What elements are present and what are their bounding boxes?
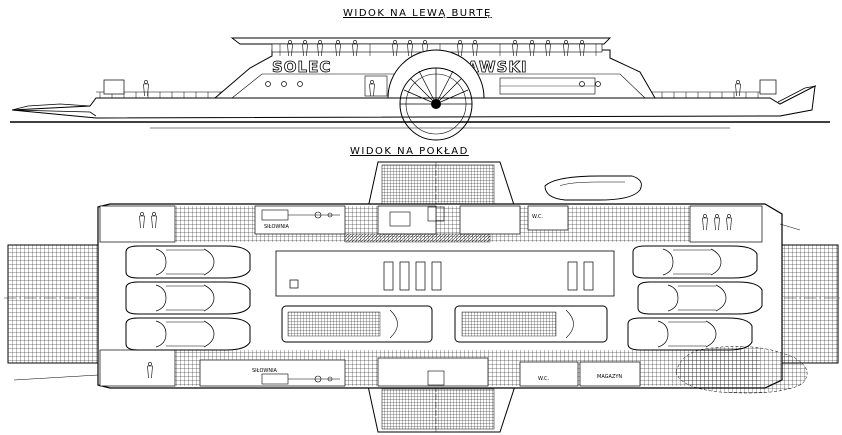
car xyxy=(125,317,251,351)
deck-view-title: WIDOK NA POKŁAD xyxy=(350,146,469,157)
paddle-wheel xyxy=(387,49,485,141)
side-view-title: WIDOK NA LEWĄ BURTĘ xyxy=(343,8,492,19)
bus xyxy=(281,305,433,343)
label-engine-room-top: SIŁOWNIA xyxy=(264,224,290,230)
ship-name-left: SOLEC xyxy=(272,58,331,76)
bus xyxy=(454,305,608,343)
label-wc-bottom: W.C. xyxy=(538,376,549,382)
label-storage: MAGAZYN xyxy=(597,374,622,380)
label-engine-room-bottom: SIŁOWNIA xyxy=(252,368,278,374)
deck-view: SIŁOWNIA SIŁOWNIA W.C. W.C. MAGAZYN xyxy=(4,161,840,433)
car xyxy=(125,245,251,279)
side-view: SOLEC KUJAWSKI xyxy=(10,37,830,141)
car xyxy=(637,281,763,315)
car xyxy=(627,317,753,351)
label-wc-top: W.C. xyxy=(532,214,543,220)
car xyxy=(125,281,251,315)
car xyxy=(632,245,758,279)
